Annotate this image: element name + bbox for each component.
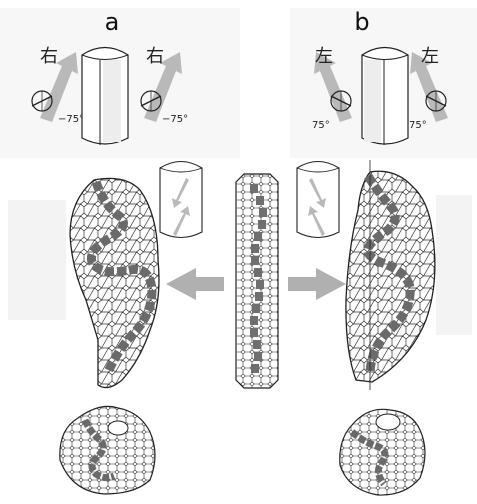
- panel-a-cylinder: [82, 48, 128, 146]
- panel-a-left-angle: −75°: [58, 114, 84, 125]
- panel-b-cylinder: [362, 48, 408, 146]
- panel-a-letter: a: [105, 8, 120, 36]
- small-cylinder-right: [297, 162, 339, 238]
- panel-b-left-kanji: 左: [315, 46, 333, 67]
- panel-b-right-kanji: 左: [421, 46, 439, 67]
- side-strip-right: [436, 195, 472, 335]
- left-dome: [60, 406, 155, 494]
- panel-b-letter: b: [354, 8, 369, 36]
- panel-a-right-kanji: 右: [146, 46, 164, 67]
- right-twisted-shape: [346, 160, 435, 390]
- left-twisted-shape: [70, 178, 159, 387]
- panel-b-right-angle: 75°: [409, 120, 427, 131]
- arrow-to-left-shape: [166, 268, 224, 300]
- arrow-to-right-shape: [288, 268, 346, 300]
- panel-a-left-kanji: 右: [40, 46, 58, 67]
- center-tube: [236, 174, 278, 388]
- small-cylinder-left: [160, 162, 202, 238]
- panel-a-right-angle: −75°: [162, 114, 188, 125]
- right-dome: [340, 409, 425, 495]
- side-strip-left: [8, 200, 66, 320]
- panel-b-left-angle: 75°: [312, 120, 330, 131]
